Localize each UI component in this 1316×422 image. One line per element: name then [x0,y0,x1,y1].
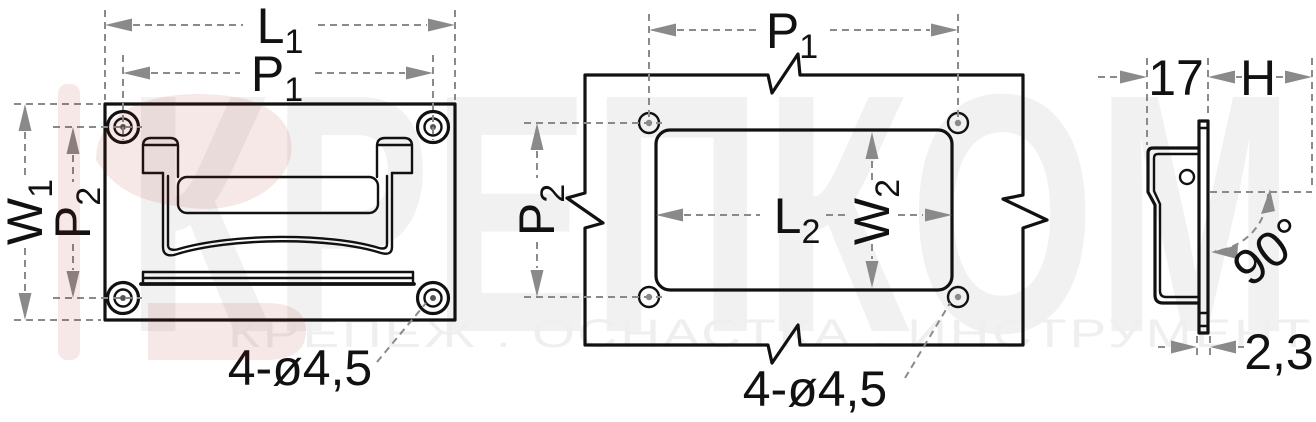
arrowhead [66,271,80,298]
front-dim-p2: P2 [45,126,142,299]
handle-ear-left [141,136,180,179]
cutout-rectangle [654,128,954,292]
arrowhead [123,66,150,80]
cutout-dim-l2: L2 [656,188,952,251]
cutout-dim-p1: P1 [648,3,959,118]
cutout-hole [946,285,970,309]
dim-label-p1: P1 [766,3,818,66]
arrowhead [66,127,80,154]
dim-label-p2: P2 [509,184,572,236]
front-hole-callout: 4-ø4,5 [228,302,427,396]
dim-label-height: H [1240,50,1276,106]
side-dim-thickness: 2,3 [1158,324,1314,380]
cutout-dim-p2: P2 [509,122,662,298]
dim-label-p1: P1 [251,46,303,109]
arrowhead [1211,245,1238,259]
cutout-view: P1 P2 L2 W2 4-ø4,5 [509,3,1049,417]
brand-logo-mark [58,84,306,360]
arrowhead [1208,70,1235,84]
hole-note-label: 4-ø4,5 [743,361,888,417]
arrowhead [656,208,683,222]
handle-recess-outer [161,171,394,257]
handle-recess-inner [166,174,389,251]
folding-handle [139,136,416,286]
arrowhead [865,132,879,159]
arrowhead [530,270,544,297]
arrowhead [649,23,676,37]
front-screw-hole [415,280,451,316]
arrowhead [1120,70,1147,84]
side-face-plate [1197,119,1210,335]
leader-line [904,302,951,379]
arrowhead [530,123,544,150]
arrowhead [865,261,879,288]
front-dim-l1: L1 [104,0,456,100]
handle-ear-right [375,136,414,179]
arrowhead [1285,70,1312,84]
dim-label-depth: 17 [1148,50,1204,106]
side-housing-inner [1152,152,1201,299]
front-dim-w1: W1 [0,103,101,321]
handle-bottom-rail [141,270,415,280]
cutout-hole-callout: 4-ø4,5 [743,302,951,417]
arrowhead [406,66,433,80]
arrowhead [931,23,958,37]
arrowhead [925,208,952,222]
side-housing-outer [1146,146,1201,305]
dim-label-p2: P2 [45,187,108,239]
dim-label-thickness: 2,3 [1244,324,1314,380]
dim-label-w1: W1 [0,179,60,245]
front-dim-p1: P1 [122,46,434,140]
front-view: L1 P1 W1 P2 [0,0,457,396]
handle-grip-slot [176,175,380,215]
arrowhead [1171,340,1197,354]
dim-label-l2: L2 [774,188,821,251]
side-pivot-hole [1178,168,1196,186]
leader-line [376,302,427,363]
arrowhead [428,18,455,32]
side-dim-depth-height: 17 H [1098,50,1313,193]
arrowhead [18,293,32,320]
front-plate-outline [103,102,457,322]
dim-label-l1: L1 [257,0,304,61]
hole-note-label: 4-ø4,5 [228,340,373,396]
panel-outline-with-breaks [565,52,1049,365]
arrowhead [1261,189,1275,214]
arrowhead [1210,340,1236,354]
cutout-dim-w2: W2 [844,132,907,288]
dim-label-w2: W2 [844,179,907,245]
arrowhead [18,104,32,131]
arrowhead [105,18,132,32]
